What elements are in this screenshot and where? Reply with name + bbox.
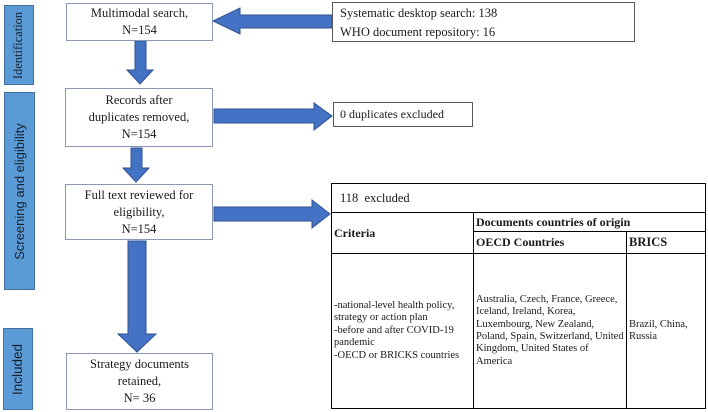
strategy-documents-retained-box: Strategy documents retained, N= 36 (66, 353, 213, 410)
arrow-multimodal-to-records-icon (125, 40, 155, 85)
stage-included-label: Included (10, 343, 26, 395)
arrow-records-to-duplicates-icon (213, 102, 333, 132)
multimodal-search-box: Multimodal search, N=154 (66, 3, 213, 41)
oecd-header-cell: OECD Countries (473, 231, 627, 254)
excluded-count-cell: 118 excluded (330, 183, 707, 213)
records-after-duplicates-box: Records after duplicates removed, N=154 (65, 88, 213, 147)
duplicates-excluded-box: 0 duplicates excluded (333, 102, 473, 127)
stage-included: Included (3, 328, 33, 410)
stage-identification: Identification (4, 5, 34, 85)
full-text-reviewed-box: Full text reviewed for eligibility, N=15… (65, 184, 213, 240)
brics-header-cell: BRICS (625, 231, 707, 254)
stage-identification-label: Identification (11, 11, 26, 79)
arrow-sources-to-multimodal-icon (211, 7, 333, 35)
brics-countries-body-cell: Brazil, China, Russia (625, 253, 707, 409)
origin-header-cell: Documents countries of origin (472, 212, 707, 232)
excluded-documents-table: 118 excluded Criteria Documents countrie… (330, 183, 707, 409)
criteria-body-cell: -national-level health policy, strategy … (331, 253, 474, 409)
criteria-header-cell: Criteria (331, 212, 474, 254)
arrow-records-to-fulltext-icon (121, 147, 151, 183)
arrow-fulltext-to-excluded-table-icon (213, 198, 331, 230)
stage-screening-eligibility: Screening and eligibility (4, 92, 35, 290)
stage-screening-eligibility-label: Screening and eligibility (12, 122, 27, 260)
oecd-countries-body-cell: Australia, Czech, France, Greece, Icelan… (473, 253, 627, 409)
arrow-fulltext-to-strategy-icon (116, 240, 158, 353)
search-sources-box: Systematic desktop search: 138 WHO docum… (332, 2, 635, 42)
